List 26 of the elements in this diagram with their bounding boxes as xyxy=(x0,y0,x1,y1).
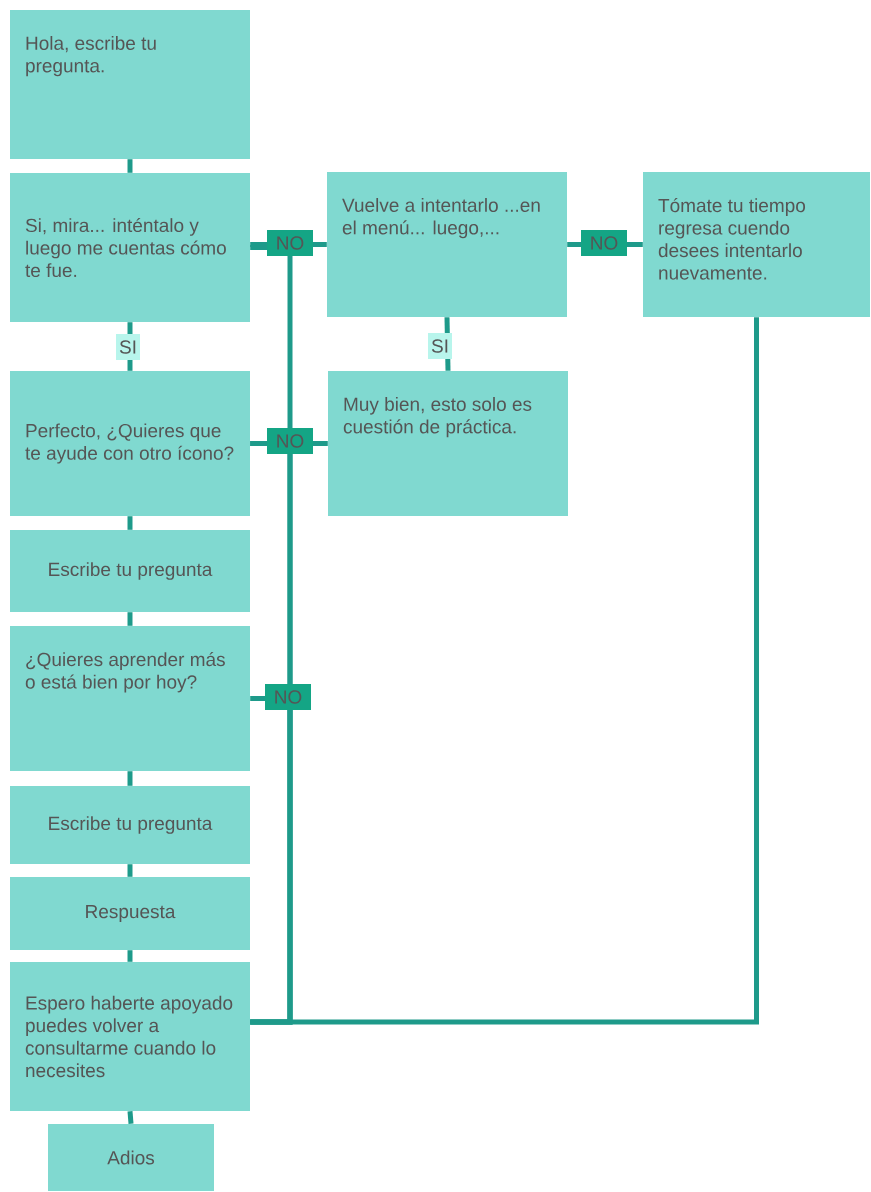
connector-line xyxy=(127,612,133,626)
process-box: Vuelve a intentarlo ...en el menú... luego,... xyxy=(327,172,567,317)
process-box: Hola, escribe tu pregunta. xyxy=(10,10,250,159)
connector-line xyxy=(127,1111,134,1124)
connector-line xyxy=(127,771,133,786)
process-box: Escribe tu pregunta xyxy=(10,786,250,864)
process-box: Respuesta xyxy=(10,877,250,950)
process-box: Adios xyxy=(48,1124,214,1191)
process-box: Escribe tu pregunta xyxy=(10,530,250,612)
edge-label: NO xyxy=(265,684,311,710)
process-box: ¿Quieres aprender más o está bien por hoy? xyxy=(10,626,250,771)
process-box: Espero haberte apoyado puedes volver a consultarme cuando lo necesites xyxy=(10,962,250,1111)
connector-line xyxy=(127,864,133,877)
edge-label: NO xyxy=(267,230,313,256)
connector-line xyxy=(127,950,133,962)
process-box: Muy bien, esto solo es cuestión de práctica. xyxy=(328,371,568,516)
edge-label: SI xyxy=(428,333,452,359)
process-box: Si, mira... inténtalo y luego me cuentas cómo te fue. xyxy=(10,173,250,322)
edge-label: NO xyxy=(581,230,627,256)
process-box: Tómate tu tiempo regresa cuendo desees intentarlo nuevamente. xyxy=(643,172,870,317)
edge-label: NO xyxy=(267,428,313,454)
connector-line xyxy=(250,317,759,1025)
process-box: Perfecto, ¿Quieres que te ayude con otro ícono? xyxy=(10,371,250,516)
connector-line xyxy=(127,516,133,530)
connector-line xyxy=(127,159,133,173)
edge-label: SI xyxy=(116,334,140,360)
